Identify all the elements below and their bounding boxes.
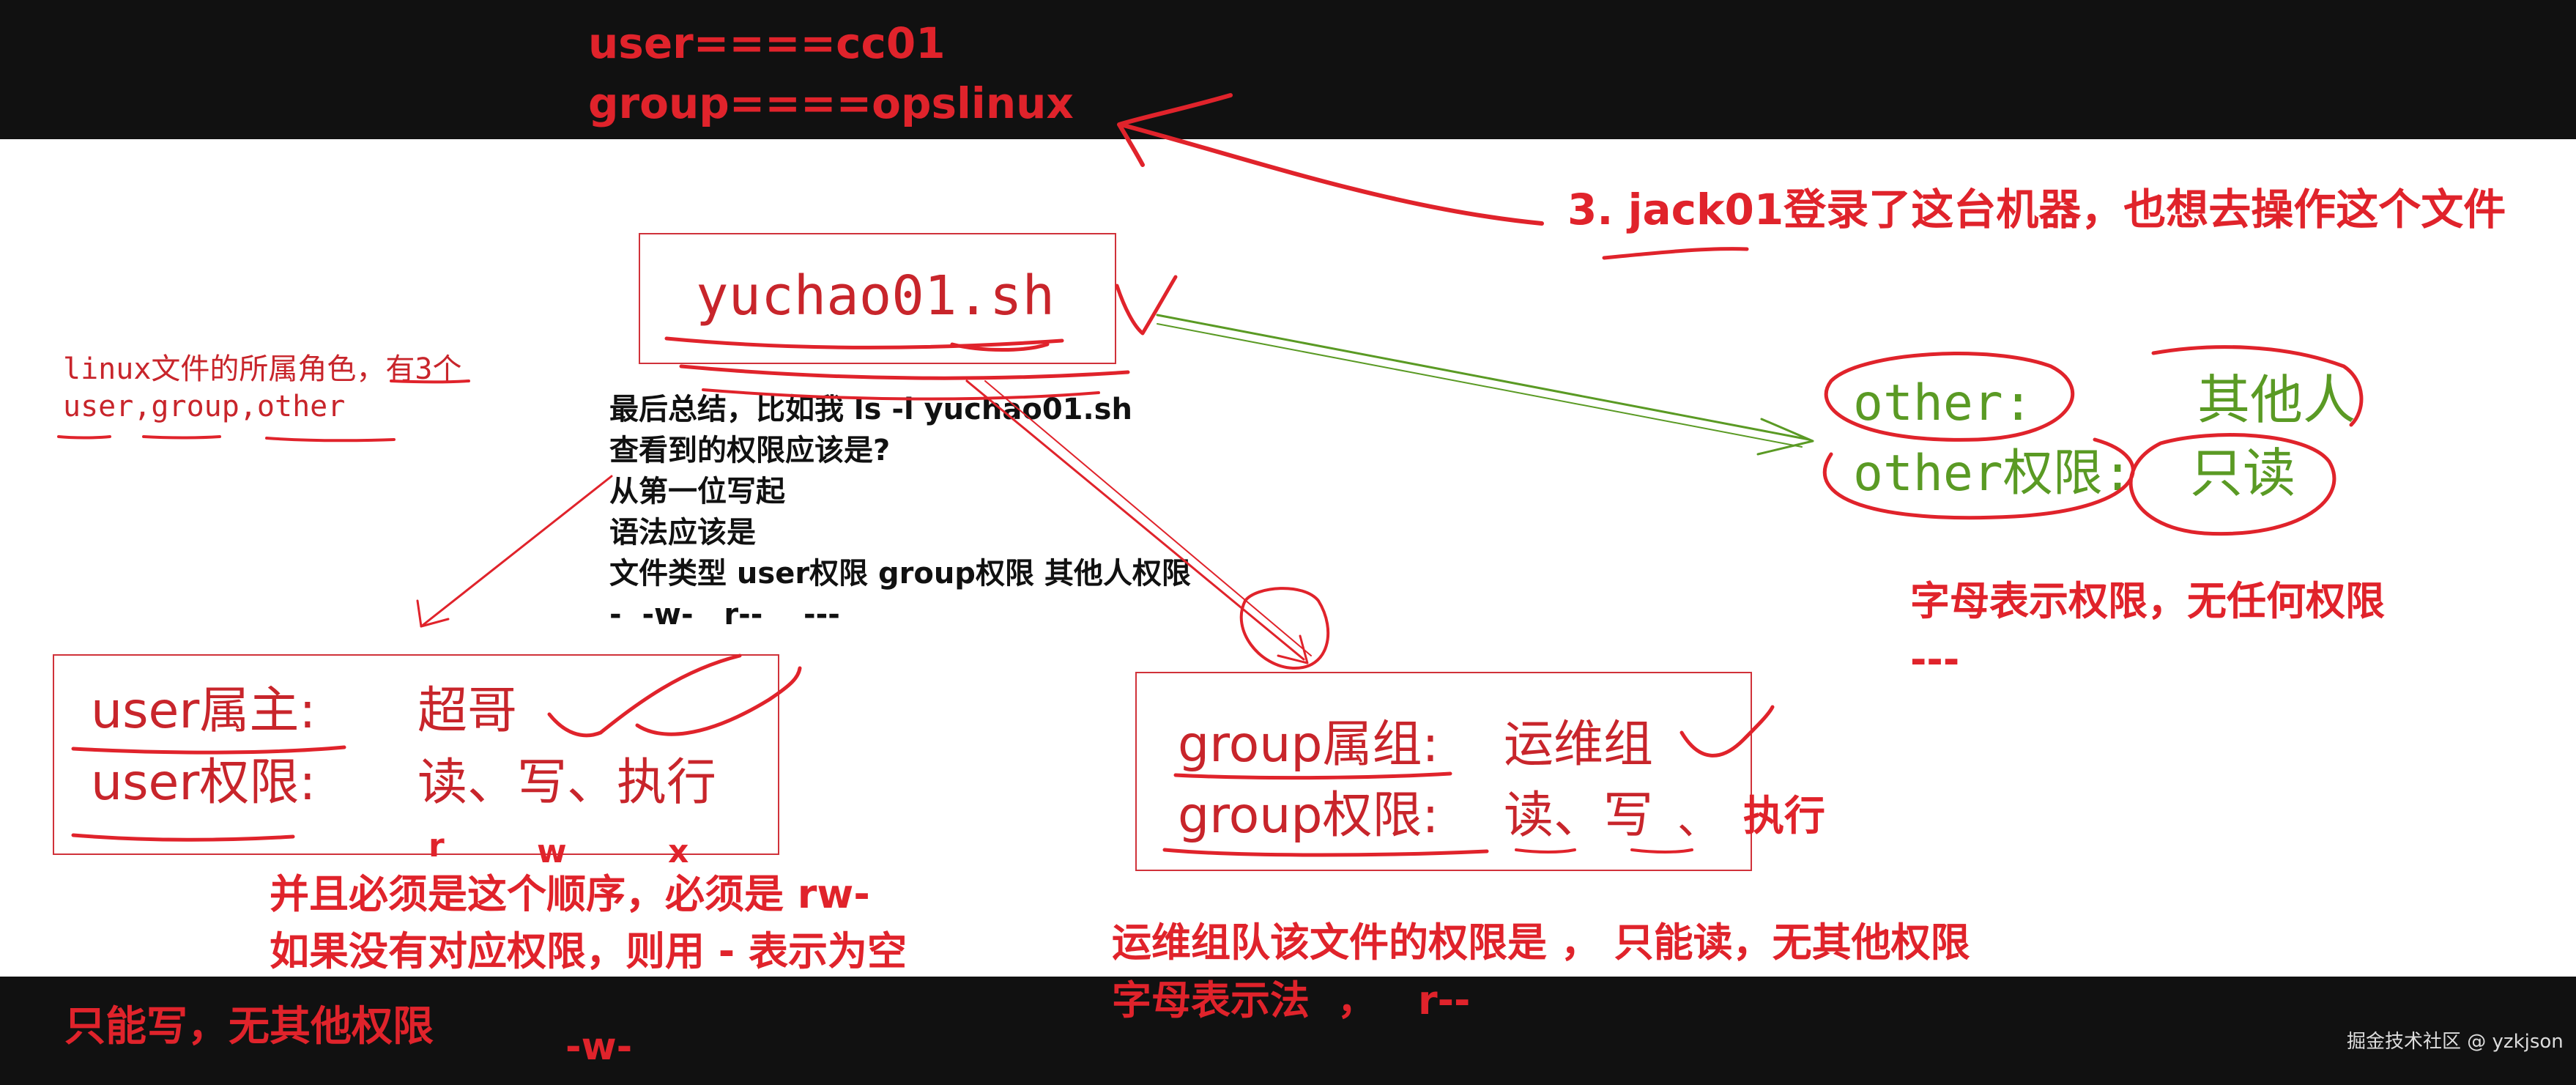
roles-underline-1 (57, 435, 111, 440)
file-name-box (639, 233, 1116, 364)
annotation-jack01: 3. jack01登录了这台机器，也想去操作这个文件 (1567, 185, 2506, 234)
summary-line-5: 文件类型 user权限 group权限 其他人权限 (609, 557, 1191, 590)
group-label-underline (1173, 771, 1452, 780)
user-perm-underline (71, 833, 295, 842)
group-perm-exec: 执行 (1743, 793, 1825, 840)
group-value: 运维组 (1504, 716, 1654, 774)
file-name-underline-1 (664, 336, 1064, 349)
user-owner-label: user属主: (91, 682, 316, 740)
arrow-to-group-box-head (1277, 634, 1309, 664)
group-owner-line: group====opslinux (588, 78, 1074, 128)
bottom-dark-band (0, 977, 2576, 1085)
other-value-underline (2151, 345, 2364, 427)
other-perm-value: 只读 (2190, 442, 2296, 504)
roles-underline-3 (265, 437, 396, 442)
other-value-circle (2128, 433, 2336, 536)
other-result-line2: --- (1910, 637, 1960, 683)
roles-note-line2: user,group,other (63, 390, 346, 423)
group-perm-underline (1162, 848, 1489, 857)
group-value-check (1679, 705, 1775, 758)
group-box (1135, 672, 1752, 871)
letter-x: x (668, 833, 689, 870)
other-perm-label: other权限: (1853, 445, 2133, 503)
order-note-line1: 并且必须是这个顺序，必须是 rw- (270, 871, 870, 917)
group-result-line1: 运维组队该文件的权限是 ， 只能读，无其他权限 (1112, 919, 1970, 966)
group-perm-separator: 、 (1677, 794, 1721, 844)
file-name-check (1115, 275, 1178, 336)
user-owner-check-2 (635, 666, 802, 736)
group-arrow-circle (1239, 587, 1330, 670)
file-name: yuchao01.sh (696, 264, 1055, 327)
other-perm-label-text: other权限: (1853, 445, 2133, 503)
group-perm-underline-2 (1515, 848, 1576, 853)
other-label: other: (1853, 374, 2033, 432)
arrow-to-other-head (1756, 418, 1814, 456)
user-result-letters: -w- (565, 1025, 633, 1069)
arrow-to-user-box (420, 475, 613, 628)
group-result-line2: 字母表示法 ， r-- (1112, 977, 1471, 1023)
summary-line-2: 查看到的权限应该是? (609, 434, 891, 467)
summary-line-4: 语法应该是 (609, 516, 756, 549)
user-perm-value: 读、写、执行 (417, 754, 717, 812)
group-label: group属组: (1178, 716, 1439, 774)
user-owner-underline (71, 745, 346, 755)
arrow-to-user-box-head (416, 599, 450, 628)
watermark: 掘金技术社区 @ yzkjson (2347, 1031, 2564, 1053)
other-value: 其他人 (2197, 369, 2356, 431)
letter-r: r (428, 827, 445, 864)
group-perm-value: 读、写 (1504, 787, 1654, 845)
user-perm-label: user权限: (91, 754, 316, 812)
jack01-underline (1602, 247, 1749, 260)
top-dark-band (0, 0, 2576, 139)
user-owner-line: user====cc01 (588, 18, 946, 68)
summary-line-3: 从第一位写起 (609, 475, 785, 508)
arrow-to-group-box (965, 379, 1305, 661)
letter-w: w (537, 833, 567, 870)
group-perm-underline-3 (1630, 848, 1693, 853)
user-owner-value: 超哥 (417, 682, 518, 740)
roles-underline-4 (390, 379, 470, 384)
file-name-underline-2 (679, 364, 1130, 380)
summary-line-6: - -w- r-- --- (609, 598, 840, 632)
user-result-text: 只能写，无其他权限 (64, 1003, 434, 1051)
user-owner-check (547, 653, 742, 738)
arrow-to-owner-line (1118, 122, 1544, 226)
other-label-circle (1824, 352, 2074, 442)
arrow-to-owner-head (1117, 93, 1233, 167)
sh-underline (950, 342, 1050, 352)
order-note-line2: 如果没有对应权限，则用 - 表示为空 (270, 928, 907, 974)
arrow-to-group-box-2 (984, 380, 1312, 656)
file-name-underline-3 (702, 388, 1100, 401)
roles-underline-2 (142, 435, 221, 440)
other-perm-circle (1822, 437, 2135, 520)
group-perm-label: group权限: (1178, 787, 1439, 845)
user-box (53, 654, 779, 855)
arrow-to-other (1156, 314, 1811, 441)
other-result-line1: 字母表示权限，无任何权限 (1910, 578, 2385, 624)
arrow-to-other-2 (1157, 323, 1803, 448)
